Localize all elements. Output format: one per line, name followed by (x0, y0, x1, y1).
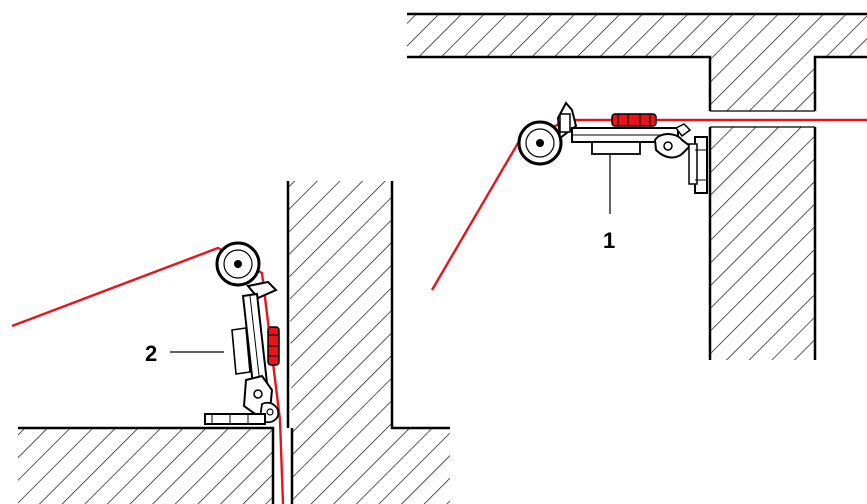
machine-1 (430, 101, 867, 291)
ceiling-slab (407, 14, 867, 360)
wall-slab (18, 181, 450, 504)
wall-outline (18, 181, 450, 504)
callout-2: 2 (145, 341, 157, 366)
base-plate-2 (204, 413, 266, 425)
callout-1: 1 (603, 228, 615, 253)
drive-wheel-1 (611, 113, 657, 127)
ceiling-outline (407, 12, 867, 360)
ceiling-wall-section (407, 12, 867, 360)
machine-2 (11, 241, 285, 504)
wire-2 (11, 246, 285, 504)
